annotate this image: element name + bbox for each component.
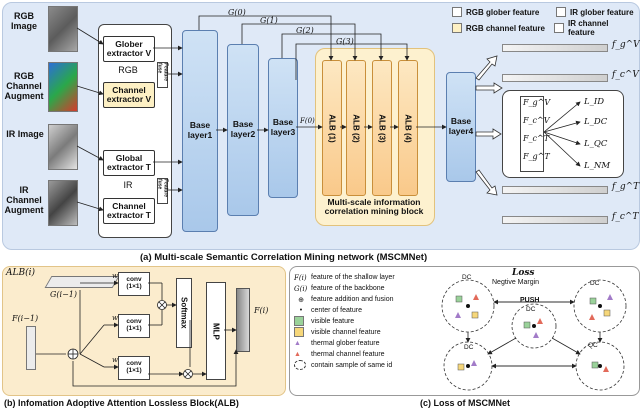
negative-margin: Negtive Margin <box>492 279 540 286</box>
ir-image-label: IR Image <box>6 129 44 139</box>
loss-feat-fcT: F_c^T <box>523 134 550 143</box>
conv-k: conv (1×1) <box>118 272 150 296</box>
output-fgT: f_g^T <box>612 182 640 192</box>
legend-text-7: thermal channel feature <box>311 351 385 358</box>
channel-extractor-t: Channel extractor T <box>103 198 155 224</box>
alb-title: ALB(i) <box>6 268 35 278</box>
g0-label: G(0) <box>228 8 246 17</box>
caption-a: (a) Multi-scale Semantic Correlation Min… <box>140 252 428 263</box>
channel-extractor-v-label: Channel extractor V <box>106 84 152 104</box>
loss-feat-fcV: F_c^V <box>523 116 550 125</box>
loss-feat-fgT: F_g^T <box>523 152 550 161</box>
push-label: PUSH <box>520 297 540 304</box>
channel-extractor-v: Channel extractor V <box>103 82 155 108</box>
feature-bar-fgV <box>502 44 608 52</box>
g2-label: G(2) <box>296 26 314 35</box>
legend-swatch-rgb-glober <box>452 7 462 17</box>
loss-clusters <box>441 279 627 391</box>
ir-channel-augment-image <box>48 180 78 226</box>
f-out-label: F(i) <box>254 306 269 315</box>
feature-bar-fcV <box>502 74 608 82</box>
loss-feature-stack <box>520 96 544 172</box>
legend-text-0: feature of the shallow layer <box>311 274 395 281</box>
feature-fuse-t: Feature fuse <box>157 178 169 204</box>
base-layer3: Base layer3 <box>268 58 298 198</box>
legend-text-2: feature addition and fusion <box>311 296 394 303</box>
legend-rgb-glober: RGB glober feature <box>466 7 540 17</box>
legend-swatch-ir-glober <box>556 7 566 17</box>
g3-label: G(3) <box>336 37 354 46</box>
legend-text-4: visible feature <box>311 318 355 325</box>
rgb-channel-augment-image <box>48 62 78 112</box>
output-fgV: f_g^V <box>612 40 640 50</box>
loss-feat-fgV: F_g^V <box>523 98 551 107</box>
caption-b: (b) Infomation Adoptive Attention Lossle… <box>4 398 239 408</box>
dc-label-2: DC <box>590 280 600 287</box>
loss-legend: F(i)feature of the shallow layer G(i)fea… <box>294 273 395 370</box>
feature-bar-fcT <box>502 216 608 224</box>
glober-extractor-v: Glober extractor V <box>103 36 155 62</box>
swatch-visible-channel <box>294 326 304 337</box>
legend-ir-channel: IR channel feature <box>568 19 609 37</box>
output-fcV: f_c^V <box>612 70 639 80</box>
loss-id: L_ID <box>584 97 605 107</box>
top-connectors <box>76 15 503 212</box>
legend-text-3: center of feature <box>311 307 362 314</box>
legend-swatch-ir-channel <box>554 23 564 33</box>
loss-nm: L_NM <box>584 161 611 171</box>
f-out-tensor <box>236 288 250 352</box>
legend-ir-glober: IR glober feature <box>570 7 634 17</box>
loss-qc: L_QC <box>584 139 608 149</box>
f-prev-tensor <box>26 326 36 370</box>
ir-image <box>48 124 78 170</box>
loss-title: Loss <box>512 268 535 278</box>
dc-label-4: DC <box>464 344 474 351</box>
qc-label: QC <box>588 342 598 349</box>
output-fcT: f_c^T <box>612 212 639 222</box>
f0-label: F(0) <box>300 117 315 125</box>
dc-label-3: DC <box>526 306 536 313</box>
loss-dc: L_DC <box>584 117 608 127</box>
legend-text-5: visible channel feature <box>311 329 381 336</box>
f-prev-label: F(i−1) <box>12 314 39 323</box>
global-extractor-t: Global extractor T <box>103 150 155 176</box>
g1-label: G(1) <box>260 16 278 25</box>
softmax-box: Softmax <box>176 278 192 348</box>
rgb-channel-augment-label: RGB Channel Augment <box>4 71 44 101</box>
caption-c: (c) Loss of MSCMNet <box>420 398 510 408</box>
rgb-image <box>48 6 78 52</box>
loss-arrows <box>543 101 581 167</box>
legend-text-6: thermal glober feature <box>311 340 380 347</box>
legend-text-1: feature of the backbone <box>311 285 385 292</box>
legend-rgb-channel: RGB channel feature <box>465 23 545 33</box>
swatch-same-id <box>294 359 306 370</box>
base-layer1: Base layer1 <box>182 30 218 232</box>
legend-text-8: contain sample of same id <box>311 362 393 369</box>
feature-bar-fgT <box>502 186 608 194</box>
feature-fuse-v: Feature fuse <box>157 62 169 88</box>
dc-label-1: DC <box>462 274 472 281</box>
g-prev-label: G(i−1) <box>50 290 77 299</box>
mlp-box: MLP <box>206 282 226 380</box>
base-layer2: Base layer2 <box>227 44 259 216</box>
ir-channel-augment-label: IR Channel Augment <box>4 185 44 215</box>
rgb-tag: RGB <box>118 65 138 75</box>
swatch-visible <box>294 315 304 326</box>
mining-block-label: Multi-scale information correlation mini… <box>324 197 424 217</box>
top-legend: RGB glober feature IR glober feature RGB… <box>452 6 636 37</box>
rgb-image-label: RGB Image <box>10 11 37 31</box>
conv-q: conv (1×1) <box>118 314 150 338</box>
legend-swatch-rgb-channel <box>452 23 462 33</box>
alb-connectors <box>36 280 239 387</box>
ir-tag: IR <box>123 180 133 190</box>
